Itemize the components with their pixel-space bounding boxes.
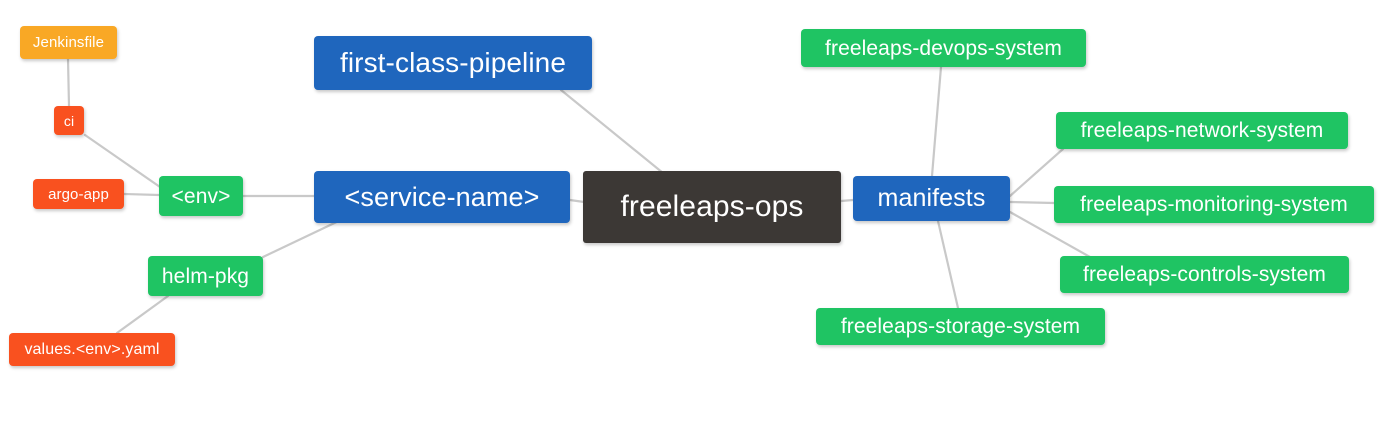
edge-helmpkg-servicename — [261, 216, 347, 259]
edge-argoapp-env — [122, 192, 161, 197]
node-env[interactable]: <env> — [159, 176, 243, 216]
node-values-env-yaml[interactable]: values.<env>.yaml — [9, 333, 175, 366]
edge-jenkinsfile-ci — [66, 57, 71, 108]
edge-manifests-monitoring — [1008, 200, 1056, 205]
node-freeleaps-devops-system[interactable]: freeleaps-devops-system — [801, 29, 1086, 67]
edge-servicename-root — [568, 198, 586, 204]
node-ci[interactable]: ci — [54, 106, 84, 135]
node-freeleaps-storage-system[interactable]: freeleaps-storage-system — [816, 308, 1105, 345]
node-service-name[interactable]: <service-name> — [314, 171, 570, 223]
node-freeleaps-monitoring-system[interactable]: freeleaps-monitoring-system — [1054, 186, 1374, 223]
edge-root-manifests — [839, 198, 855, 203]
node-helm-pkg[interactable]: helm-pkg — [148, 256, 263, 296]
node-jenkinsfile[interactable]: Jenkinsfile — [20, 26, 117, 59]
edge-pipeline-root — [559, 88, 665, 175]
edge-manifests-devops — [930, 65, 943, 178]
edge-valuesyaml-helmpkg — [115, 294, 170, 335]
node-freeleaps-controls-system[interactable]: freeleaps-controls-system — [1060, 256, 1349, 293]
edge-manifests-storage — [936, 219, 960, 310]
node-argo-app[interactable]: argo-app — [33, 179, 124, 209]
node-manifests[interactable]: manifests — [853, 176, 1010, 221]
node-first-class-pipeline[interactable]: first-class-pipeline — [314, 36, 592, 90]
node-freeleaps-ops[interactable]: freeleaps-ops — [583, 171, 841, 243]
node-freeleaps-network-system[interactable]: freeleaps-network-system — [1056, 112, 1348, 149]
